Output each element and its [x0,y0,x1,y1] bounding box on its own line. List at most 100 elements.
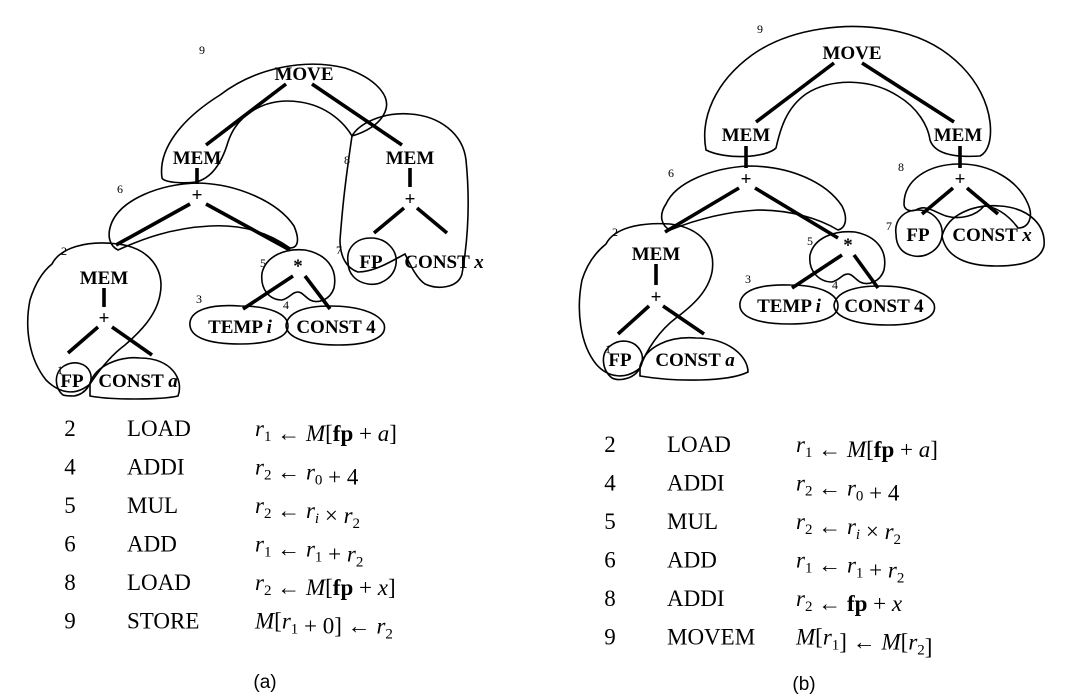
tile-numbers-a: 1 2 3 4 5 6 7 8 9 [57,43,350,377]
instruction-tile-number: 9 [604,625,616,650]
instruction-row: 6 ADD r1 ← r1 + r2 [604,548,904,587]
node-mem-2: MEM [80,268,129,289]
instruction-row: 6 ADD r1 ← r1 + r2 [64,532,363,571]
node-mem-right: MEM [934,125,983,146]
tile-4-outline [833,285,936,326]
instruction-row: 9 STORE M[r1 + 0] ← r2 [64,609,393,643]
instruction-expression: M[r1 + 0] ← r2 [254,609,393,643]
instruction-opcode: ADD [667,548,717,573]
edge-plus-times [205,202,291,252]
edge-plus8-constx [415,206,449,235]
instruction-expression: r2 ← M[fp + x] [255,570,396,600]
instruction-expression: r2 ← ri × r2 [796,509,901,548]
node-fp-7: FP [359,252,383,273]
node-const-x: CONST x [404,252,484,273]
instruction-opcode: STORE [127,609,199,634]
tile-number-8: 8 [898,160,904,174]
edge-move-mem-right [310,82,404,147]
tile-outlines-b [578,25,1045,381]
instruction-opcode: MUL [127,493,178,518]
tile-number-4: 4 [832,278,838,292]
instruction-tile-number: 8 [64,570,76,595]
tree-nodes-a: MOVE MEM MEM + MEM * + TEMP i CONST 4 FP… [60,64,484,392]
node-plus-2: + [651,287,662,308]
node-times: * [293,256,303,277]
node-const-a: CONST a [98,371,178,392]
tile-8-outline [903,163,1032,229]
tile-number-2: 2 [61,244,67,258]
instruction-opcode: MUL [667,509,718,534]
instruction-opcode: ADD [127,532,177,557]
instruction-tile-number: 6 [64,532,76,557]
tile-7-outline [346,237,397,286]
instruction-opcode: ADDI [667,586,725,611]
tile-number-4: 4 [283,298,289,312]
node-plus-8: + [405,189,416,210]
tile-number-1: 1 [57,363,63,377]
tile-1-outline [55,362,92,397]
node-const-4: CONST 4 [296,317,376,338]
node-const-4: CONST 4 [844,296,924,317]
instruction-row: 5 MUL r2 ← ri × r2 [604,509,901,548]
edge-plus2-fp [66,325,100,355]
tree-nodes-b: MOVE MEM MEM + MEM * + TEMP i CONST 4 FP… [608,43,1032,371]
tile-1-outline [602,340,644,381]
tile-2-outline [26,242,162,393]
instruction-expression: r1 ← r1 + r2 [255,532,363,571]
node-temp-i: TEMP i [208,317,273,338]
instruction-expression: r2 ← r0 + 4 [796,471,900,506]
tile-9-outline [704,25,992,158]
tile-numbers-b: 1 2 3 4 5 6 7 8 9 [605,22,904,356]
tile-number-3: 3 [196,292,202,306]
instruction-tile-number: 2 [604,432,616,457]
instruction-tile-number: 4 [604,471,616,496]
instruction-expression: r2 ← fp + x [796,586,903,616]
instruction-tile-number: 5 [64,493,76,518]
instruction-tile-number: 4 [64,455,76,480]
node-fp-1: FP [60,371,84,392]
instruction-opcode: LOAD [127,570,191,595]
tile-number-8: 8 [344,153,350,167]
tile-1-inner [639,336,749,381]
tile-5-outline [260,248,336,303]
instruction-tile-number: 5 [604,509,616,534]
tile-number-5: 5 [807,234,813,248]
node-fp-7: FP [906,225,930,246]
tile-6-outline [660,165,847,231]
caption-b: (b) [792,674,815,695]
caption-a: (a) [253,672,276,693]
tile-number-1: 1 [605,342,611,356]
node-move: MOVE [822,43,881,64]
node-const-a: CONST a [655,350,735,371]
instruction-opcode: LOAD [127,416,191,441]
instruction-tile-number: 6 [604,548,616,573]
tile-9-outline [160,63,388,184]
edge-plus2-consta [661,304,706,336]
instruction-opcode: ADDI [127,455,185,480]
tile-8-outline [339,112,469,288]
instruction-expression: r2 ← ri × r2 [255,493,360,532]
tile-outlines-a [26,63,469,400]
node-times: * [843,235,853,256]
tile-number-5: 5 [260,256,266,270]
instruction-expression: r1 ← M[fp + a] [796,432,938,462]
tile-number-6: 6 [668,166,674,180]
node-plus-8: + [955,169,966,190]
tile-number-2: 2 [612,225,618,239]
edge-plus-times [754,186,839,240]
instruction-expression: r1 ← r1 + r2 [796,548,904,587]
edge-times-temp [242,274,294,311]
edge-plus-mem2 [115,202,191,247]
tile-5-outline [809,230,886,285]
panel-b: MOVE MEM MEM + MEM * + TEMP i CONST 4 FP… [578,22,1045,695]
edge-move-mem-left [754,61,836,124]
instruction-expression: r1 ← M[fp + a] [255,416,397,446]
instruction-tile-number: 9 [64,609,76,634]
